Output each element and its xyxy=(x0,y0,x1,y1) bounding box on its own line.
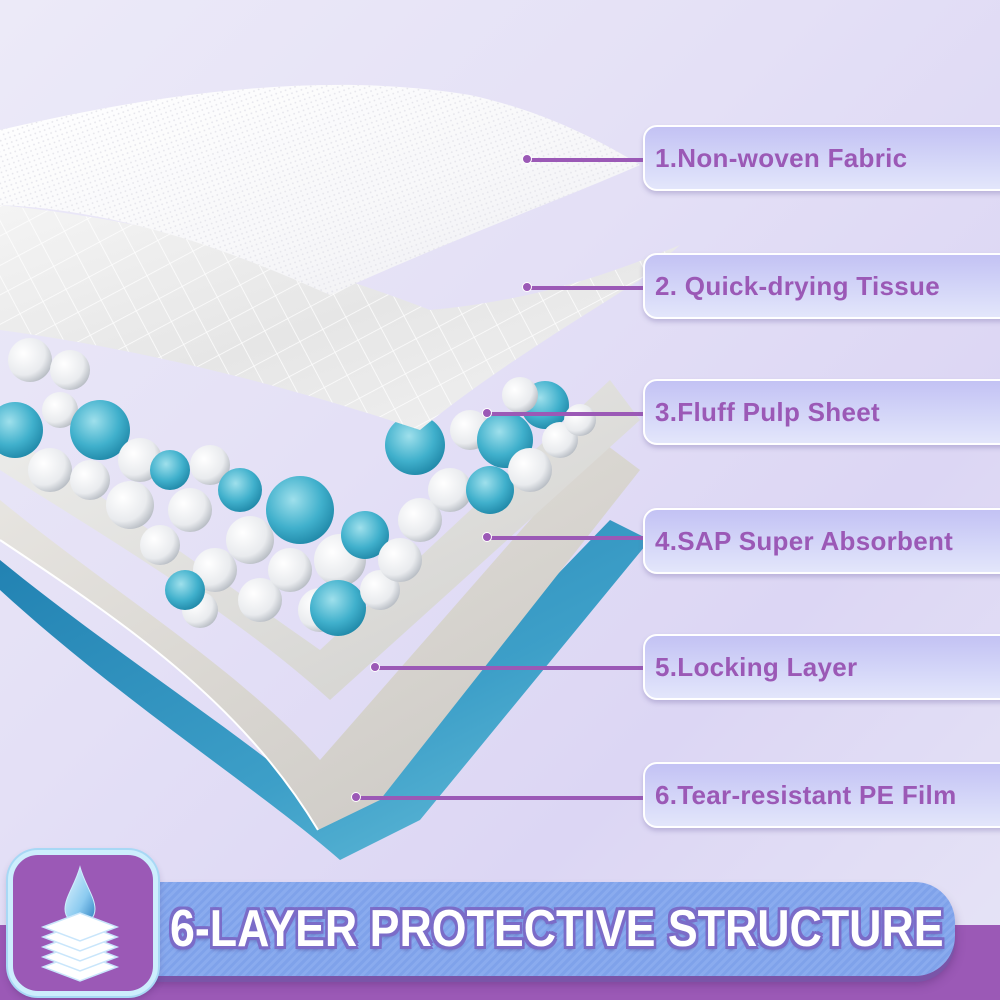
leader-dot-2 xyxy=(522,282,532,292)
locking-layer xyxy=(0,440,640,830)
callout-sap-super-absorbent: 4.SAP Super Absorbent xyxy=(643,508,1000,574)
water-drop-layers-icon xyxy=(40,865,120,982)
leader-dot-4 xyxy=(482,532,492,542)
leader-line-2 xyxy=(528,286,645,290)
title-banner: 6-LAYER PROTECTIVE STRUCTURE xyxy=(50,882,955,976)
pe-film-layer xyxy=(0,520,650,860)
callout-fluff-pulp-sheet: 3.Fluff Pulp Sheet xyxy=(643,379,1000,445)
callout-label: 5.Locking Layer xyxy=(655,651,858,682)
leader-dot-3 xyxy=(482,408,492,418)
layers-badge xyxy=(8,850,158,996)
leader-line-4 xyxy=(488,536,645,540)
callout-locking-layer: 5.Locking Layer xyxy=(643,634,1000,700)
callout-quick-drying-tissue: 2. Quick-drying Tissue xyxy=(643,253,1000,319)
callout-label: 6.Tear-resistant PE Film xyxy=(655,779,957,810)
callout-tear-resistant-pe-film: 6.Tear-resistant PE Film xyxy=(643,762,1000,828)
leader-dot-1 xyxy=(522,154,532,164)
leader-dot-5 xyxy=(370,662,380,672)
leader-dot-6 xyxy=(351,792,361,802)
leader-line-3 xyxy=(488,412,645,416)
leader-line-1 xyxy=(528,158,645,162)
callout-label: 4.SAP Super Absorbent xyxy=(655,525,954,556)
banner-title: 6-LAYER PROTECTIVE STRUCTURE xyxy=(170,900,944,958)
sap-bead-cluster xyxy=(0,338,596,636)
callout-label: 1.Non-woven Fabric xyxy=(655,142,908,173)
callout-non-woven-fabric: 1.Non-woven Fabric xyxy=(643,125,1000,191)
callout-label: 2. Quick-drying Tissue xyxy=(655,270,940,301)
leader-line-5 xyxy=(376,666,645,670)
leader-line-6 xyxy=(357,796,645,800)
callout-label: 3.Fluff Pulp Sheet xyxy=(655,396,880,427)
